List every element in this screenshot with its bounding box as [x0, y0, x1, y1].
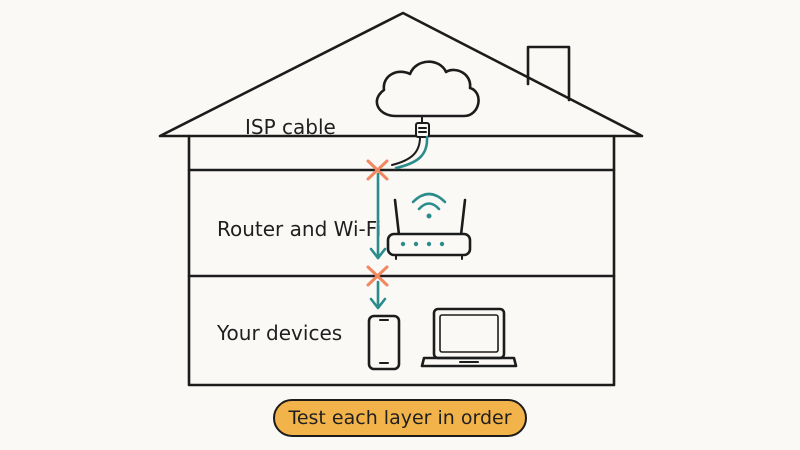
layer-label-isp: ISP cable: [245, 115, 336, 139]
isp-cable-icon: [391, 115, 430, 170]
wifi-icon: [411, 192, 447, 219]
router-icon: [386, 198, 472, 260]
flow-arrow-router-to-devices: [369, 280, 387, 310]
chimney: [526, 45, 571, 102]
cloud-icon: [375, 60, 480, 118]
phone-icon: [367, 314, 401, 371]
layer-label-router: Router and Wi-Fi: [217, 217, 381, 241]
test-order-callout: Test each layer in order: [273, 399, 527, 437]
checkpoint-cross-icon: [366, 159, 389, 181]
house-outline: [158, 11, 644, 387]
flow-arrow-isp-to-router: [369, 172, 387, 260]
checkpoint-cross-icon: [366, 265, 389, 287]
laptop-icon: [420, 307, 518, 368]
layer-label-devices: Your devices: [216, 321, 342, 345]
